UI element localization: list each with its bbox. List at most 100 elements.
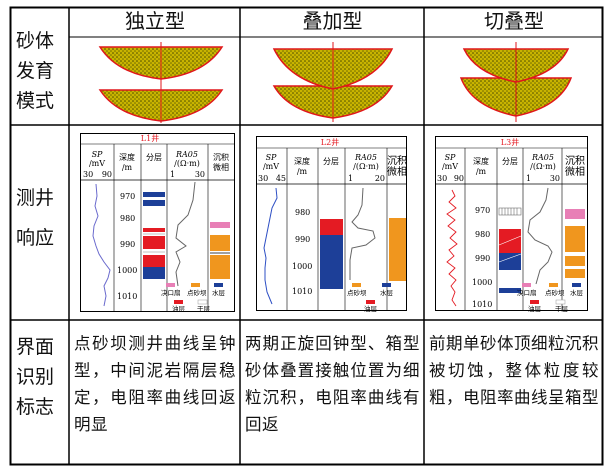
legend-crevasse: 决口扇 — [161, 288, 181, 297]
row-header-criteria: 界面识别标志 — [15, 336, 54, 418]
legend-crevasse: 决口扇 — [517, 288, 537, 297]
column-title-independent: 独立型 — [125, 9, 185, 33]
legend-water: 水层 — [380, 288, 394, 297]
sp-header: SP — [266, 153, 277, 162]
well-title: L1井 — [141, 133, 159, 143]
sp-curve — [446, 189, 458, 307]
well-title: L3井 — [501, 137, 519, 147]
row-header-mode: 砂体发育模式 — [15, 30, 54, 112]
well-log-l2: L2井 SP /mV 30 45 深度 /m 分层 RA05 /(Ω·m) 1 … — [256, 136, 407, 313]
legend-oil: 油层 — [364, 304, 378, 313]
res-unit: /(Ω·m) — [174, 159, 200, 168]
legend-water: 水层 — [570, 288, 584, 297]
layer-header: 分层 — [502, 157, 518, 166]
table-grid — [9, 6, 604, 466]
facies-header: 沉积 — [213, 152, 229, 162]
water-layer — [143, 200, 165, 206]
row-header-response: 测井响应 — [15, 187, 54, 249]
depth-tick: 970 — [475, 206, 490, 215]
depth-tick: 1000 — [292, 262, 312, 271]
res-unit: /(Ω·m) — [530, 162, 556, 171]
dry-layer — [498, 207, 522, 216]
resistivity-curve — [175, 181, 196, 287]
facies-header: 沉积 — [387, 154, 407, 167]
res-header: RA05 — [354, 153, 377, 162]
depth-tick: 990 — [120, 240, 135, 249]
resistivity-curve — [349, 187, 376, 280]
sp-scale-max: 45 — [276, 174, 286, 183]
depth-tick: 1010 — [292, 287, 312, 296]
depth-tick: 1000 — [117, 266, 137, 275]
description-stacked: 两期正旋回钟型、箱型砂体叠置接触位置为细粒沉积，电阻率曲线有回返 — [245, 334, 420, 434]
legend-point-bar: 点砂坝 — [545, 288, 565, 297]
depth-tick: 970 — [120, 192, 135, 201]
sp-scale-max: 90 — [454, 174, 464, 183]
legend-water: 水层 — [212, 288, 226, 297]
sp-curve — [263, 187, 278, 305]
res-scale-min: 1 — [348, 174, 353, 183]
oil-layer — [499, 229, 521, 253]
legend-dry: 干层 — [197, 305, 211, 313]
well-log-l3: L3井 SP /mV 30 90 深度 /m 分层 RA05 /(Ω·m) 1 … — [435, 136, 588, 313]
water-layer — [499, 288, 521, 293]
point-bar-facies — [565, 269, 585, 278]
sp-scale-min: 30 — [83, 170, 93, 179]
sand-model-cut-stacked — [459, 42, 573, 122]
res-header: RA05 — [531, 153, 554, 162]
depth-header: 深度 — [294, 156, 310, 166]
point-bar-facies — [210, 235, 230, 251]
depth-tick: 1010 — [472, 300, 492, 309]
description-independent: 点砂坝测井曲线呈钟型，中间泥岩隔层稳定，电阻率曲线回返明显 — [74, 334, 236, 434]
legend-point-bar: 点砂坝 — [187, 288, 207, 297]
sp-unit: /mV — [442, 162, 458, 171]
sand-model-stacked — [272, 42, 394, 122]
point-bar-facies — [565, 226, 585, 252]
depth-tick: 980 — [120, 214, 135, 223]
depth-tick: 1000 — [472, 278, 492, 287]
depth-unit: /m — [476, 167, 487, 176]
water-layer — [499, 253, 521, 270]
well-log-l1: L1井 SP /mV 30 90 深度 /m 分层 RA05 /(Ω·m) 1 … — [80, 133, 235, 313]
depth-unit: /m — [122, 163, 133, 172]
sp-unit: /mV — [263, 162, 279, 171]
depth-tick: 990 — [475, 254, 490, 263]
well-title: L2井 — [321, 137, 339, 147]
description-cut-stacked: 前期单砂体顶细粒沉积被切蚀，整体粒度较粗，电阻率曲线呈箱型 — [429, 334, 599, 407]
oil-layer — [320, 219, 343, 235]
depth-tick: 990 — [295, 235, 310, 244]
res-unit: /(Ω·m) — [353, 162, 379, 171]
depth-header: 深度 — [473, 156, 489, 166]
facies-header-2: 微相 — [565, 165, 585, 178]
legend-point-bar: 点砂坝 — [347, 288, 367, 297]
res-header: RA05 — [175, 150, 198, 159]
resistivity-curve — [527, 187, 553, 285]
sp-unit: /mV — [89, 159, 105, 168]
column-title-stacked: 叠加型 — [302, 9, 363, 33]
sp-curve — [92, 183, 111, 307]
depth-unit: /m — [297, 167, 308, 176]
layer-header: 分层 — [323, 157, 339, 166]
crevasse-facies — [565, 209, 585, 219]
facies-header: 沉积 — [565, 154, 585, 167]
depth-tick: 980 — [295, 208, 310, 217]
sp-scale-min: 30 — [437, 174, 447, 183]
sp-scale-max: 90 — [102, 170, 112, 179]
depth-tick: 1010 — [117, 292, 137, 301]
facies-header-2: 微相 — [387, 165, 407, 178]
sp-header: SP — [445, 153, 456, 162]
sp-scale-min: 30 — [258, 174, 268, 183]
res-scale-min: 1 — [170, 170, 175, 179]
res-scale-max: 30 — [550, 174, 560, 183]
point-bar-facies — [210, 255, 230, 279]
res-scale-max: 30 — [195, 170, 205, 179]
sp-header: SP — [92, 150, 103, 159]
point-bar-facies — [565, 256, 585, 266]
layer-header: 分层 — [146, 153, 162, 162]
water-layer — [143, 192, 165, 197]
crevasse-facies — [210, 222, 230, 228]
res-scale-max: 20 — [375, 174, 385, 183]
water-layer — [143, 267, 165, 279]
depth-header: 深度 — [119, 152, 135, 162]
oil-layer — [143, 236, 165, 249]
